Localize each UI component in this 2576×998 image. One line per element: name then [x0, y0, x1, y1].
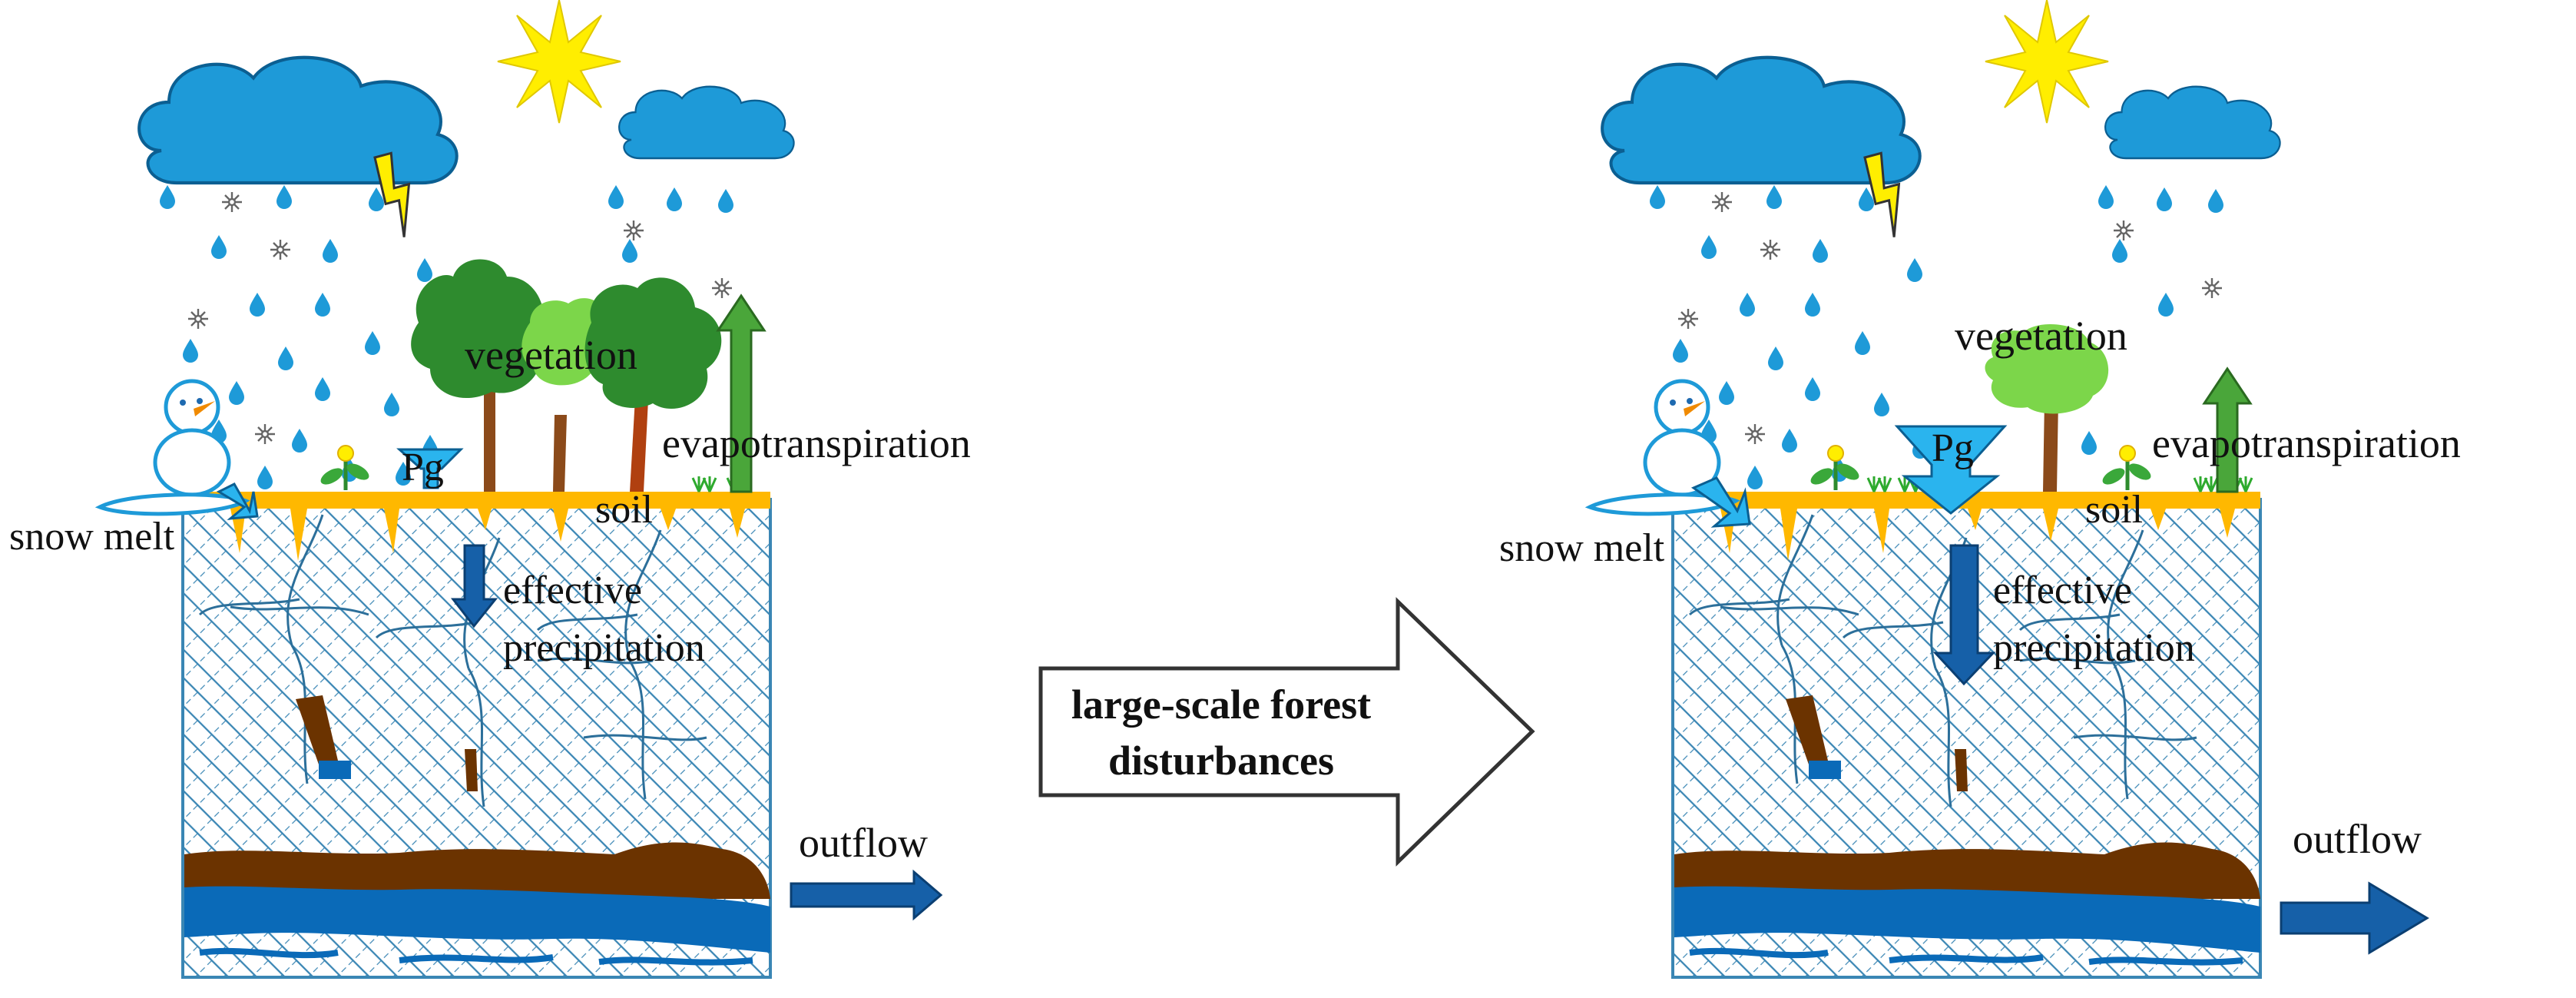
water-pocket	[1809, 761, 1841, 779]
sediment-layer	[1674, 842, 2260, 899]
snowmelt-arrow	[1690, 476, 1751, 528]
water-pocket	[319, 761, 351, 779]
cloud-icon	[139, 58, 457, 183]
tree-icon	[1985, 324, 2109, 492]
sun-icon	[497, 0, 621, 124]
label-soil: soil	[595, 488, 653, 532]
flower-icon	[318, 446, 372, 490]
transition-arrow: large-scale forest disturbances	[1038, 597, 1535, 867]
transition-line-1: large-scale forest	[1071, 681, 1371, 728]
sediment-pocket	[296, 695, 338, 764]
panel-before: vegetation evapotranspiration Pg soil sn…	[9, 0, 971, 979]
evapotranspiration-arrow	[716, 293, 767, 493]
label-effective: effective	[503, 569, 642, 612]
label-outflow: outflow	[799, 820, 928, 866]
label-effective: effective	[1993, 569, 2132, 612]
panel-after: vegetation evapotranspiration Pg soil sn…	[1499, 0, 2461, 979]
sun-icon	[1985, 0, 2109, 124]
cloud-icon	[2104, 85, 2281, 160]
flower-icon	[1808, 446, 1862, 490]
flower-icon	[2100, 446, 2154, 490]
label-pg: Pg	[1932, 426, 1974, 470]
grass-icon	[2193, 475, 2219, 493]
label-evapotranspiration: evapotranspiration	[662, 420, 971, 466]
label-pg: Pg	[402, 446, 444, 489]
transition-line-2: disturbances	[1108, 738, 1334, 784]
label-snow-melt: snow melt	[9, 515, 175, 559]
outflow-arrow	[790, 869, 943, 921]
outflow-arrow	[2280, 881, 2429, 955]
label-precipitation: precipitation	[1993, 626, 2195, 670]
rock-fractures	[198, 513, 707, 808]
label-vegetation: vegetation	[465, 332, 637, 378]
evapotranspiration-arrow	[2202, 366, 2253, 493]
effective-precipitation-arrow	[1932, 544, 1996, 686]
groundwater-layer	[1674, 886, 2260, 953]
label-vegetation: vegetation	[1955, 313, 2127, 359]
rock-fractures	[1688, 513, 2197, 808]
effective-precipitation-arrow	[450, 544, 498, 628]
sediment-pocket	[1955, 749, 1968, 791]
snowmelt-arrow	[216, 482, 259, 520]
cloud-icon	[618, 85, 795, 160]
label-outflow: outflow	[2293, 816, 2422, 862]
snowflake-icon	[1677, 191, 2223, 446]
label-soil: soil	[2085, 488, 2143, 532]
sediment-pocket	[1786, 695, 1828, 764]
pg-arrow	[1894, 425, 2008, 515]
label-precipitation: precipitation	[503, 626, 705, 670]
sediment-pocket	[465, 749, 478, 791]
label-snow-melt: snow melt	[1499, 526, 1665, 570]
label-evapotranspiration: evapotranspiration	[2152, 420, 2461, 466]
sediment-layer	[184, 842, 770, 899]
pg-arrow	[396, 448, 464, 489]
grass-icon	[1866, 475, 1892, 493]
grass-icon	[691, 475, 717, 493]
tree-icon	[411, 259, 722, 492]
groundwater-layer	[184, 886, 770, 953]
